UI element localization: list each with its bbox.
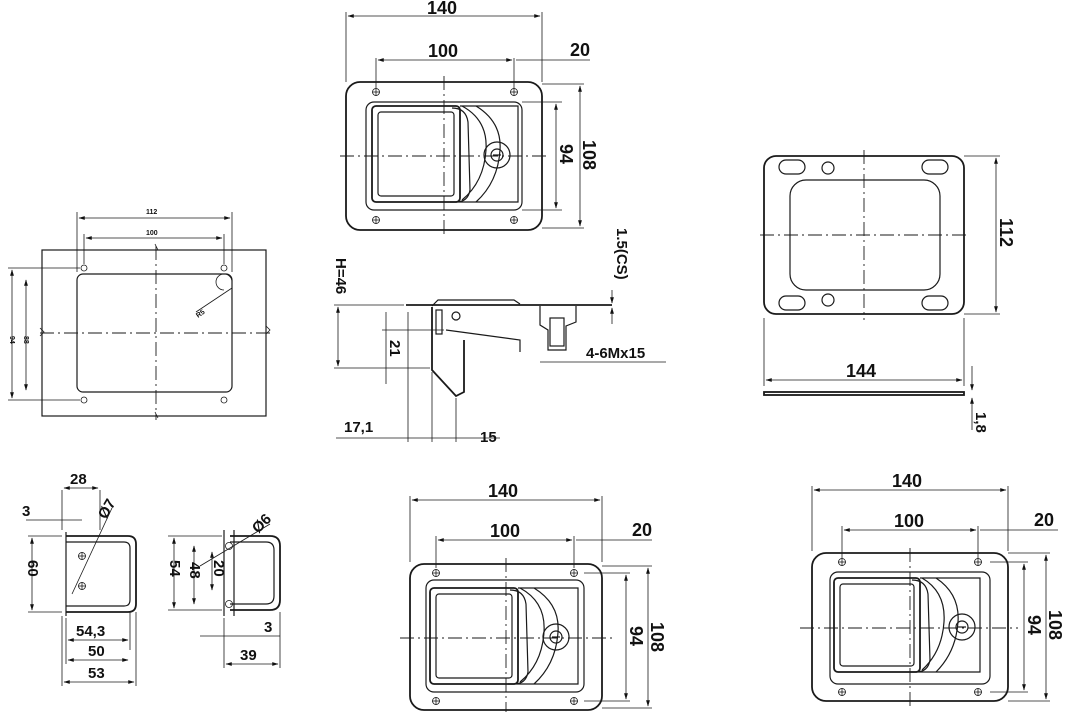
handle-b-h2-label: 48 [186,562,203,579]
handle-b-h1-label: 54 [166,560,183,577]
handle-a-inner-label: 50 [88,643,105,660]
cutout-view: R5 112 100 94 88 [8,209,271,420]
section-offset-b-label: 15 [480,429,497,446]
handle-a-edge-label: 3 [22,503,30,520]
cutout-left-height-label: 94 [8,336,15,344]
handle-a-view: 28 3 Ø7 60 54,3 50 53 [22,471,137,686]
cutout-width-label: 112 [146,209,157,216]
bottom-mid-outer-height-label: 108 [647,622,667,652]
gasket-view: 112 144 1,8 [760,150,1016,433]
bottom-right-outer-height-label: 108 [1045,610,1065,640]
handle-a-span-label: 54,3 [76,623,105,640]
bottom-mid-width-label: 140 [488,481,518,501]
top-hole-span-label: 100 [428,41,458,61]
top-front-mount-holes [372,88,518,224]
handle-a-diameter-label: Ø7 [95,496,120,522]
gasket-width-label: 144 [846,361,876,381]
bottom-right-offset-label: 20 [1034,510,1054,530]
gasket-thickness-label: 1,8 [972,412,989,433]
handle-a-width-label: 28 [70,471,87,488]
bottom-right-width-label: 140 [892,471,922,491]
handle-b-diameter-label: Ø6 [249,511,275,537]
bottom-mid-offset-label: 20 [632,520,652,540]
handle-b-view: Ø6 54 48 20 3 39 [166,511,281,668]
cutout-left-height-b-label: 88 [22,336,29,344]
section-view: H=46 21 1.5(CS) 4-6Mx15 17,1 15 [332,228,666,446]
cutout-radius-label: R5 [195,309,206,320]
bottom-mid-view: 140 100 20 94 108 [400,481,667,712]
top-inner-height-label: 94 [556,144,576,164]
section-depth-label: 21 [386,340,403,357]
top-front-view: 140 100 20 94 108 [340,0,599,236]
section-offset-a-label: 17,1 [344,419,373,436]
section-thickness-label: 1.5(CS) [613,228,630,280]
bottom-right-inner-height-label: 94 [1024,615,1044,635]
handle-a-outer-label: 53 [88,665,105,682]
handle-b-edge-label: 3 [264,619,272,636]
bottom-mid-inner-height-label: 94 [626,626,646,646]
bottom-mid-hole-span-label: 100 [490,521,520,541]
top-offset-label: 20 [570,40,590,60]
handle-a-height-label: 60 [24,560,41,577]
bottom-right-view: 140 100 20 94 108 [800,471,1065,710]
top-outer-height-label: 108 [579,140,599,170]
bottom-right-hole-span-label: 100 [894,511,924,531]
section-bolt-label: 4-6Mx15 [586,345,645,362]
cutout-hole-span-label: 100 [146,230,158,237]
handle-b-h3-label: 20 [210,560,227,577]
section-height-label: H=46 [332,258,349,294]
gasket-height-label: 112 [996,218,1016,247]
top-width-label: 140 [427,0,457,18]
handle-b-width-label: 39 [240,647,257,664]
